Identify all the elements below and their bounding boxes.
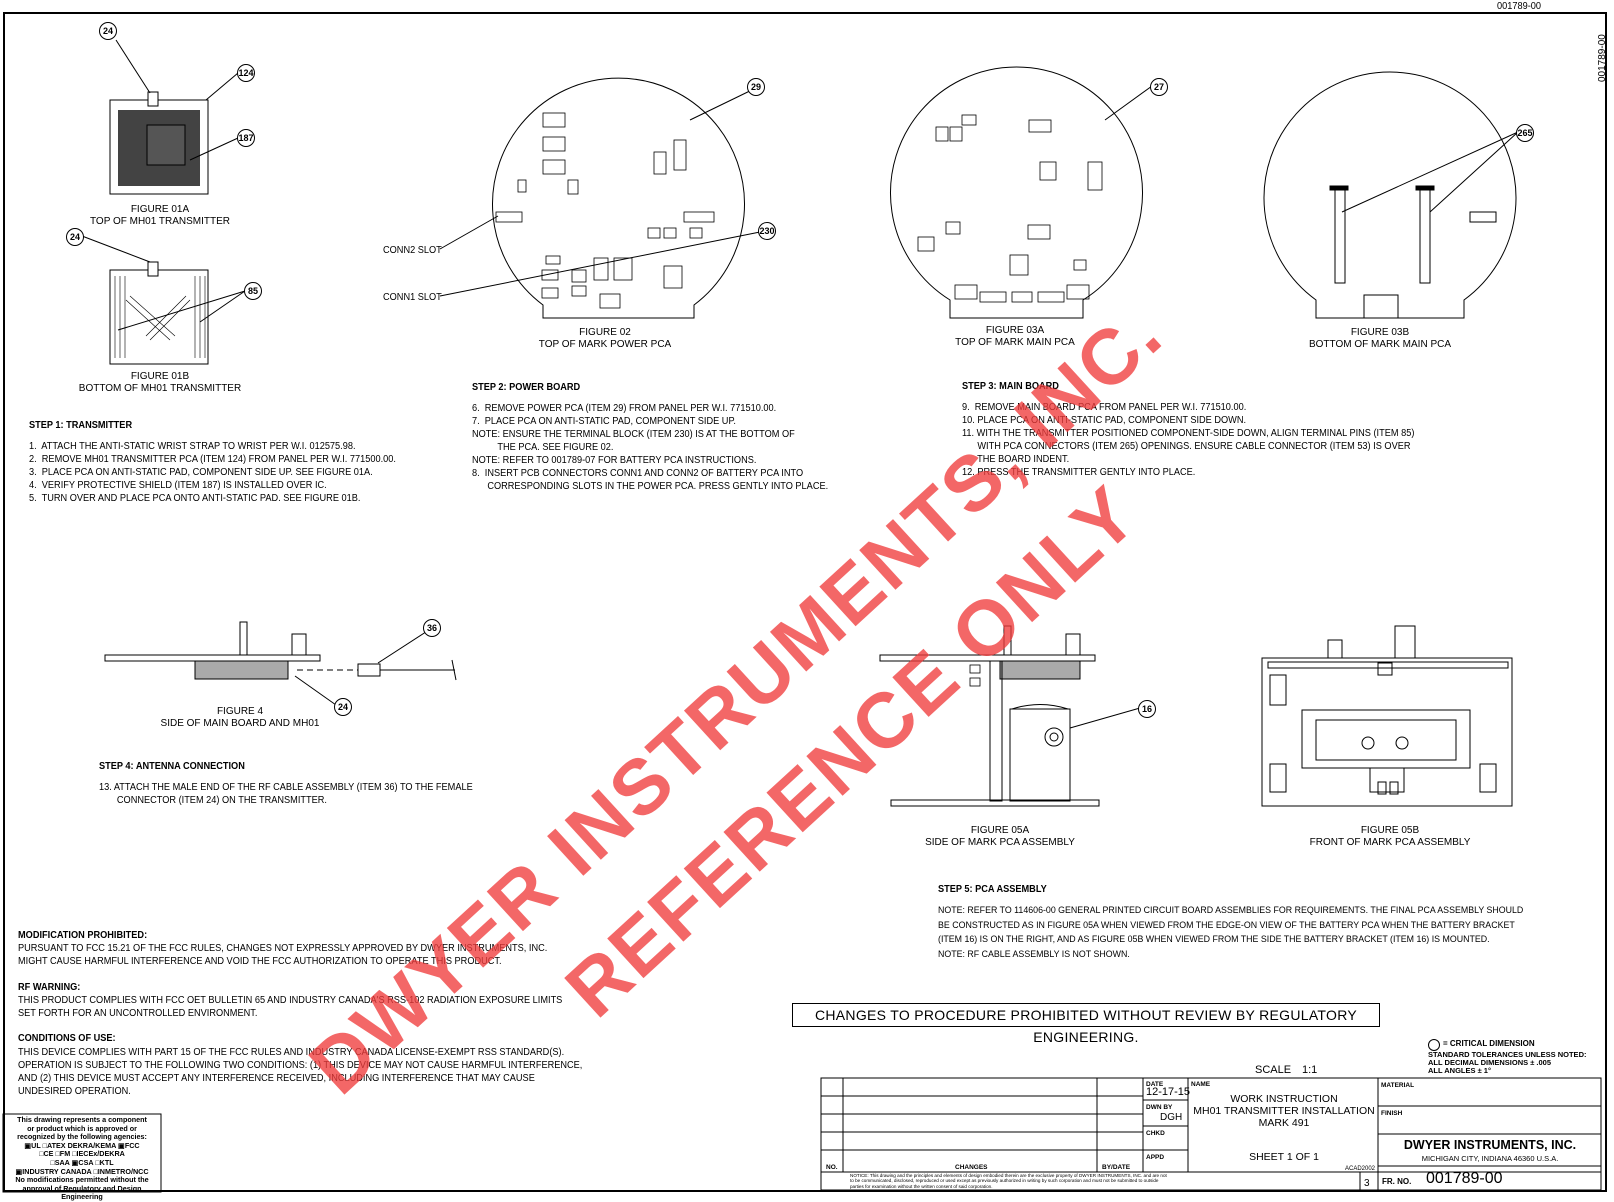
label-conn1-slot: CONN1 SLOT	[383, 292, 442, 303]
agency-line: or product which is approved or	[27, 1123, 137, 1133]
fig01a-shield	[146, 124, 186, 166]
fig05a-board	[879, 654, 1096, 662]
step1-title: STEP 1: TRANSMITTER	[29, 420, 133, 431]
balloon-265: 265	[1516, 124, 1534, 142]
agency-line: □SAA ▣CSA □KTL	[50, 1157, 114, 1167]
finish-label: FINISH	[1381, 1110, 1403, 1117]
procedure-notice-banner: CHANGES TO PROCEDURE PROHIBITED WITHOUT …	[792, 1003, 1380, 1045]
by-date-label: BY/DATE	[1102, 1164, 1131, 1171]
critical-dimension-symbol	[1428, 1039, 1440, 1051]
step4-title: STEP 4: ANTENNA CONNECTION	[99, 761, 245, 772]
fig03b-connector-left	[1334, 186, 1346, 284]
fig01a-connector	[147, 91, 159, 107]
caption-fig4: FIGURE 4 SIDE OF MAIN BOARD AND MH01	[160, 706, 320, 729]
step3-body: 9. REMOVE MAIN BOARD PCA FROM PANEL PER …	[962, 402, 1415, 478]
drawing-name-line2: MH01 TRANSMITTER INSTALLATION	[1193, 1105, 1375, 1117]
agency-line: ▣UL □ATEX DEKRA/KEMA ▣FCC	[24, 1140, 140, 1150]
balloon-24-fig4: 24	[334, 698, 352, 716]
caption-fig03b: FIGURE 03B BOTTOM OF MARK MAIN PCA	[1308, 327, 1452, 350]
step2-title: STEP 2: POWER BOARD	[472, 382, 581, 393]
balloon-24-fig01b: 24	[66, 228, 84, 246]
drawing-sheet	[3, 12, 1607, 1192]
fig03a-board-outline	[890, 66, 1143, 319]
checked-label: CHKD	[1146, 1130, 1165, 1137]
balloon-24-fig01a: 24	[99, 22, 117, 40]
agency-line: ▣INDUSTRY CANADA □INMETRO/NCC	[15, 1166, 149, 1176]
fig05b-frame	[1261, 657, 1513, 807]
balloon-187: 187	[237, 129, 255, 147]
balloon-230: 230	[758, 222, 776, 240]
tolerances-line1: STANDARD TOLERANCES UNLESS NOTED:	[1428, 1050, 1587, 1059]
acad-version: ACAD2002	[1345, 1166, 1376, 1172]
fig03b-connector-right	[1419, 186, 1431, 284]
drawn-by-label: DWN BY	[1146, 1104, 1173, 1111]
company-name: DWYER INSTRUMENTS, INC.	[1403, 1138, 1577, 1152]
tolerances-line3: ALL ANGLES ± 1°	[1428, 1066, 1491, 1075]
rf-warning-body: THIS PRODUCT COMPLIES WITH FCC OET BULLE…	[18, 995, 563, 1019]
drawing-name-line1: WORK INSTRUCTION	[1230, 1093, 1338, 1105]
agency-line: No modifications permitted without the	[15, 1175, 149, 1185]
caption-fig03a: FIGURE 03A TOP OF MARK MAIN PCA	[955, 325, 1075, 348]
step5-body: NOTE: REFER TO 114606-00 GENERAL PRINTED…	[938, 905, 1524, 960]
fig01a-board	[109, 99, 209, 195]
drawn-by-value: DGH	[1160, 1112, 1183, 1123]
caption-fig01b: FIGURE 01B BOTTOM OF MH01 TRANSMITTER	[78, 371, 242, 394]
agency-line: approval of Regulatory and Design Engine…	[22, 1183, 142, 1202]
revision-indicator: 3	[1364, 1178, 1370, 1189]
rf-warning-title: RF WARNING:	[18, 982, 81, 993]
material-label: MATERIAL	[1381, 1082, 1415, 1089]
conditions-title: CONDITIONS OF USE:	[18, 1033, 116, 1044]
agency-line: This drawing represents a component	[17, 1115, 147, 1124]
balloon-29: 29	[747, 78, 765, 96]
balloon-85: 85	[244, 282, 262, 300]
step5-title: STEP 5: PCA ASSEMBLY	[938, 884, 1047, 895]
changes-label: CHANGES	[955, 1164, 988, 1171]
tolerances-line2: ALL DECIMAL DIMENSIONS ± .005	[1428, 1058, 1552, 1067]
revision-no-label: NO.	[826, 1164, 838, 1171]
fr-no-value: 001789-00	[1426, 1170, 1503, 1187]
name-label: NAME	[1191, 1081, 1211, 1088]
fr-no-label: FR. NO.	[1382, 1177, 1412, 1186]
scale-value: 1:1	[1302, 1064, 1318, 1076]
balloon-16: 16	[1138, 700, 1156, 718]
step3-title: STEP 3: MAIN BOARD	[962, 381, 1059, 392]
fig03b-board-outline	[1263, 71, 1517, 319]
fig4-board	[104, 654, 321, 662]
balloon-36: 36	[423, 619, 441, 637]
date-label: DATE	[1146, 1081, 1164, 1088]
agency-line: recognized by the following agencies:	[17, 1132, 147, 1142]
step4-body: 13. ATTACH THE MALE END OF THE RF CABLE …	[99, 782, 473, 806]
ownership-notice: NOTICE: This drawing and the principles …	[850, 1173, 1167, 1189]
step2-body: 6. REMOVE POWER PCA (ITEM 29) FROM PANEL…	[472, 403, 829, 492]
label-conn2-slot: CONN2 SLOT	[383, 245, 442, 256]
agency-line: □CE □FM □IECEx/DEKRA	[39, 1149, 125, 1159]
drawing-name: WORK INSTRUCTION MH01 TRANSMITTER INSTAL…	[1190, 1093, 1378, 1129]
critical-dimension-label: = CRITICAL DIMENSION	[1443, 1039, 1535, 1048]
agency-box: This drawing represents a component or p…	[4, 1115, 160, 1202]
scale-label: SCALE	[1255, 1064, 1292, 1076]
caption-fig05b: FIGURE 05B FRONT OF MARK PCA ASSEMBLY	[1309, 825, 1471, 848]
drawing-name-line3: MARK 491	[1258, 1117, 1310, 1129]
caption-fig02: FIGURE 02 TOP OF MARK POWER PCA	[538, 327, 672, 350]
modification-body: PURSUANT TO FCC 15.21 OF THE FCC RULES, …	[18, 943, 548, 967]
company-address: MICHIGAN CITY, INDIANA 46360 U.S.A.	[1421, 1154, 1559, 1163]
sheet-number: SHEET 1 OF 1	[1249, 1151, 1319, 1163]
conditions-body: THIS DEVICE COMPLIES WITH PART 15 OF THE…	[18, 1047, 583, 1097]
approved-label: APPD	[1146, 1154, 1165, 1161]
caption-fig05a: FIGURE 05A SIDE OF MARK PCA ASSEMBLY	[925, 825, 1075, 848]
fig02-board-outline	[492, 77, 745, 319]
caption-fig01a: FIGURE 01A TOP OF MH01 TRANSMITTER	[89, 204, 231, 227]
doc-number-top: 001789-00	[1497, 1, 1542, 12]
modification-title: MODIFICATION PROHIBITED:	[18, 930, 148, 941]
step1-body: 1. ATTACH THE ANTI-STATIC WRIST STRAP TO…	[29, 441, 396, 504]
date-value: 12-17-15	[1146, 1086, 1191, 1098]
balloon-124: 124	[237, 64, 255, 82]
balloon-27: 27	[1150, 78, 1168, 96]
